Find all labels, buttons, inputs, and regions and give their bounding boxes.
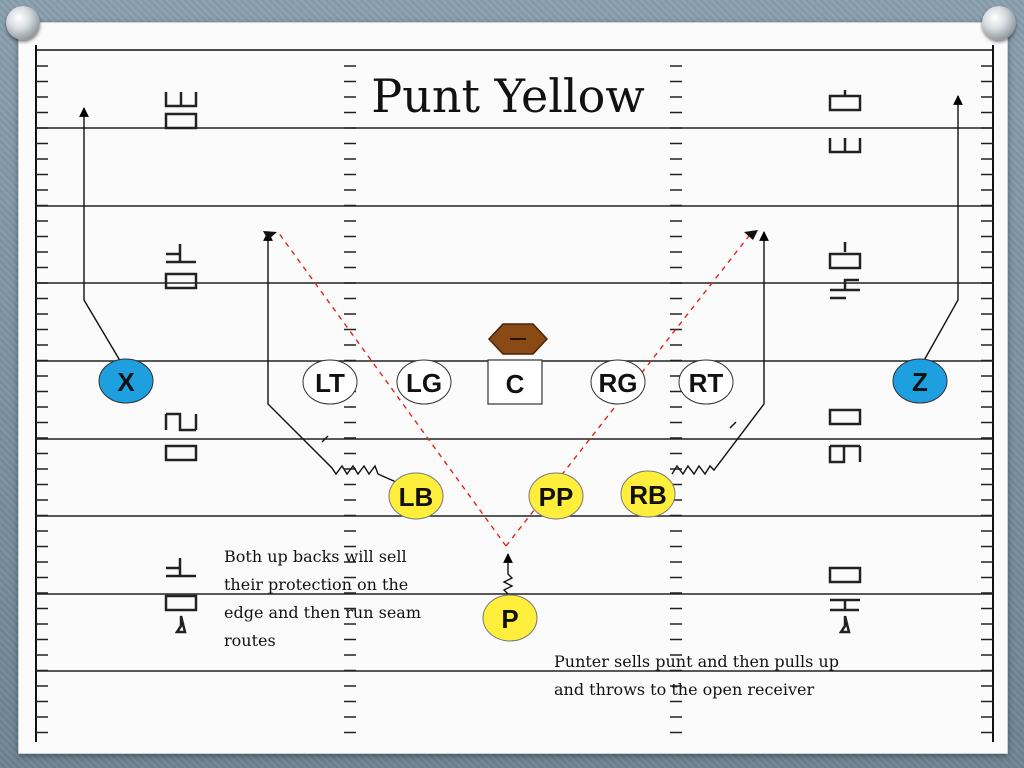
player-rb[interactable]: RB xyxy=(620,470,676,518)
yard-number-30-left xyxy=(164,92,198,130)
svg-text:LT: LT xyxy=(315,368,345,398)
yard-number-50-left xyxy=(164,412,198,462)
yard-number-40-left xyxy=(164,244,198,290)
svg-text:RB: RB xyxy=(629,480,667,510)
yard-number-50-right xyxy=(828,408,862,464)
player-rg[interactable]: RG xyxy=(590,359,646,405)
yard-numbers xyxy=(164,90,862,634)
z-route xyxy=(921,95,963,365)
backs-note: Both up backs will sell their protection… xyxy=(224,547,426,650)
rb-route xyxy=(671,231,769,476)
svg-text:X: X xyxy=(117,367,135,397)
left-pin-icon xyxy=(6,6,40,40)
player-z[interactable]: Z xyxy=(892,358,948,404)
yard-number-40-right xyxy=(828,242,862,300)
punter-note: Punter sells punt and then pulls up and … xyxy=(554,652,844,699)
svg-text:LB: LB xyxy=(399,482,434,512)
player-c[interactable]: C xyxy=(487,359,543,405)
route-tick-left xyxy=(321,435,329,443)
yard-number-30-right xyxy=(828,90,862,154)
player-p[interactable]: P xyxy=(482,594,538,642)
svg-text:P: P xyxy=(501,604,518,634)
route-tick-right xyxy=(729,421,737,429)
football-icon xyxy=(487,323,549,355)
yard-number-40-right-lower xyxy=(828,566,862,634)
pass-lines xyxy=(277,231,753,547)
right-pin-icon xyxy=(982,6,1016,40)
slide-title: Punt Yellow xyxy=(371,69,644,123)
svg-text:RT: RT xyxy=(689,368,724,398)
pass-left xyxy=(277,231,507,547)
svg-text:LG: LG xyxy=(406,368,442,398)
svg-text:PP: PP xyxy=(539,482,574,512)
yard-number-40-left-lower xyxy=(164,558,198,634)
x-route xyxy=(79,107,123,365)
p-route xyxy=(502,553,514,595)
svg-text:Z: Z xyxy=(912,367,928,397)
players: X Z LT LG C RG RT LB xyxy=(98,358,948,642)
player-lg[interactable]: LG xyxy=(396,359,452,405)
svg-text:RG: RG xyxy=(599,368,638,398)
routes xyxy=(79,95,963,595)
hash-marks xyxy=(36,65,993,734)
player-rt[interactable]: RT xyxy=(678,359,734,405)
lb-route xyxy=(263,231,397,483)
player-lt[interactable]: LT xyxy=(302,359,358,405)
player-pp[interactable]: PP xyxy=(528,472,584,520)
player-x[interactable]: X xyxy=(98,358,154,404)
right-arrowhead-icon xyxy=(744,230,758,240)
left-arrowhead-icon xyxy=(263,231,277,240)
pass-right xyxy=(505,231,753,547)
player-lb[interactable]: LB xyxy=(388,472,444,520)
svg-text:C: C xyxy=(506,369,525,399)
